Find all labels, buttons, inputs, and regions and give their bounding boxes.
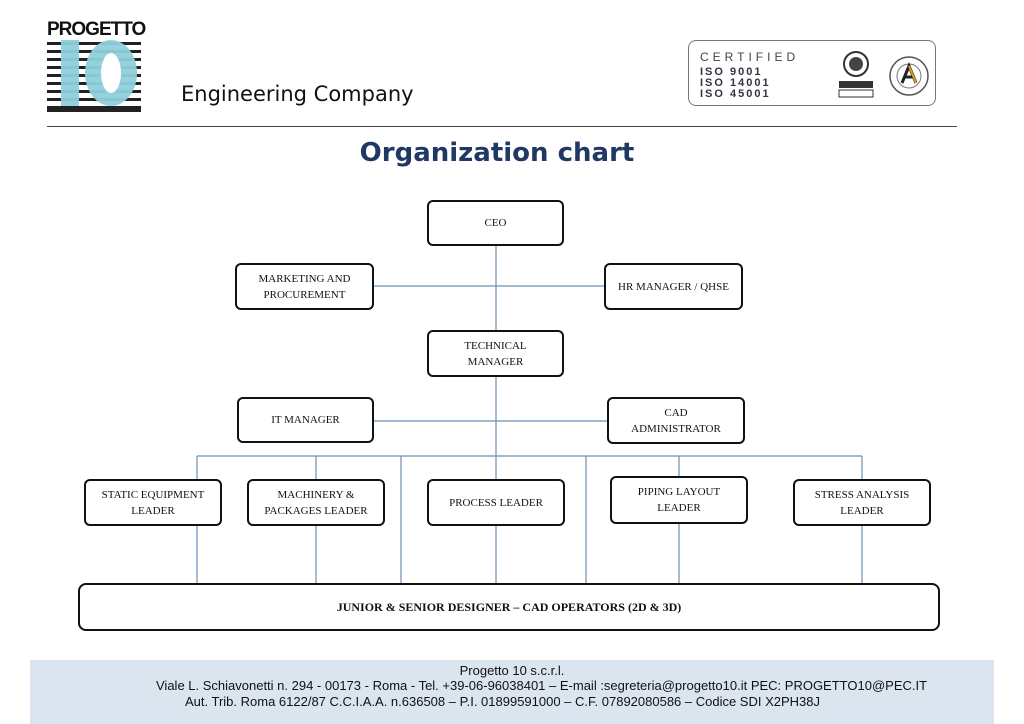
- node-technical-manager: TECHNICAL MANAGER: [427, 330, 564, 377]
- iso-standard: ISO 45001: [700, 88, 771, 100]
- iso-standard: ISO 14001: [700, 77, 771, 89]
- node-label: CEO: [484, 217, 507, 229]
- node-label: PIPING LAYOUT LEADER: [637, 486, 721, 514]
- node-label: TECHNICAL MANAGER: [464, 339, 527, 368]
- node-label: PROCESS LEADER: [449, 496, 543, 509]
- node-cad-administrator: CAD ADMINISTRATOR: [607, 397, 745, 444]
- certification-title: CERTIFIED: [700, 50, 800, 64]
- node-static-equipment-leader: STATIC EQUIPMENT LEADER: [84, 479, 222, 526]
- logo-wordmark: PROGETTO: [47, 19, 146, 40]
- node-hr-manager: HR MANAGER / QHSE: [604, 263, 743, 310]
- footer-company-name: Progetto 10 s.c.r.l.: [459, 663, 565, 678]
- footer-registry: Aut. Trib. Roma 6122/87 C.C.I.A.A. n.636…: [185, 694, 821, 709]
- node-label: HR MANAGER / QHSE: [618, 280, 729, 293]
- iso-standard: ISO 9001: [700, 66, 763, 78]
- header-divider: [47, 126, 957, 127]
- node-label: CAD ADMINISTRATOR: [631, 406, 721, 435]
- company-tagline: Engineering Company: [181, 82, 414, 106]
- footer-address: Viale L. Schiavonetti n. 294 - 00173 - R…: [156, 678, 928, 693]
- accredia-seal-icon: [889, 56, 929, 96]
- certification-panel: [688, 40, 936, 106]
- node-designers-cad-operators: JUNIOR & SENIOR DESIGNER – CAD OPERATORS…: [78, 583, 940, 631]
- node-label: JUNIOR & SENIOR DESIGNER – CAD OPERATORS…: [336, 600, 682, 614]
- node-label: STATIC EQUIPMENT LEADER: [101, 488, 205, 517]
- node-label: STRESS ANALYSIS LEADER: [814, 488, 910, 517]
- node-label: MARKETING AND PROCUREMENT: [258, 272, 351, 301]
- progetto10-logo: [47, 40, 141, 112]
- node-ceo: CEO: [427, 200, 564, 246]
- node-piping-layout-leader: PIPING LAYOUT LEADER: [610, 476, 748, 524]
- node-label: MACHINERY & PACKAGES LEADER: [264, 488, 368, 517]
- page-title: Organization chart: [359, 138, 635, 168]
- footer-band: [30, 660, 994, 724]
- node-process-leader: PROCESS LEADER: [427, 479, 565, 526]
- node-label: IT MANAGER: [271, 414, 340, 426]
- bureau-veritas-seal-icon: [838, 51, 874, 98]
- node-it-manager: IT MANAGER: [237, 397, 374, 443]
- node-marketing-procurement: MARKETING AND PROCUREMENT: [235, 263, 374, 310]
- node-machinery-packages-leader: MACHINERY & PACKAGES LEADER: [247, 479, 385, 526]
- node-stress-analysis-leader: STRESS ANALYSIS LEADER: [793, 479, 931, 526]
